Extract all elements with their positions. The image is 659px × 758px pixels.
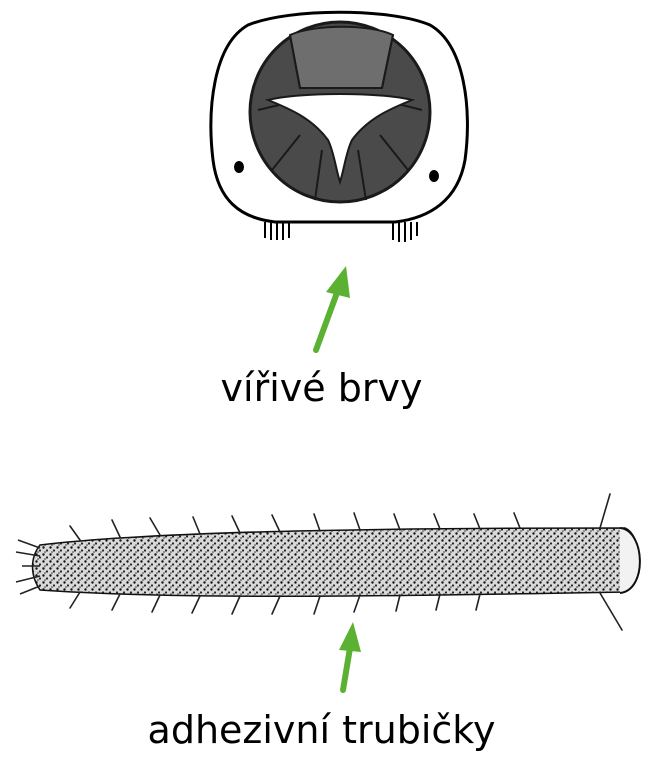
worm-head — [620, 528, 640, 593]
right-dot — [429, 170, 439, 182]
green-arrow-icon — [339, 622, 361, 690]
top-segment — [290, 27, 393, 88]
green-arrow-icon — [316, 266, 350, 350]
worm-body-illustration — [16, 494, 640, 630]
adhesive-tubes-label: adhezivní trubičky — [0, 711, 651, 749]
left-dot — [234, 161, 244, 173]
cilia-label: vířivé brvy — [0, 369, 651, 407]
worm-body — [33, 528, 639, 596]
cilia-tufts — [265, 222, 417, 242]
